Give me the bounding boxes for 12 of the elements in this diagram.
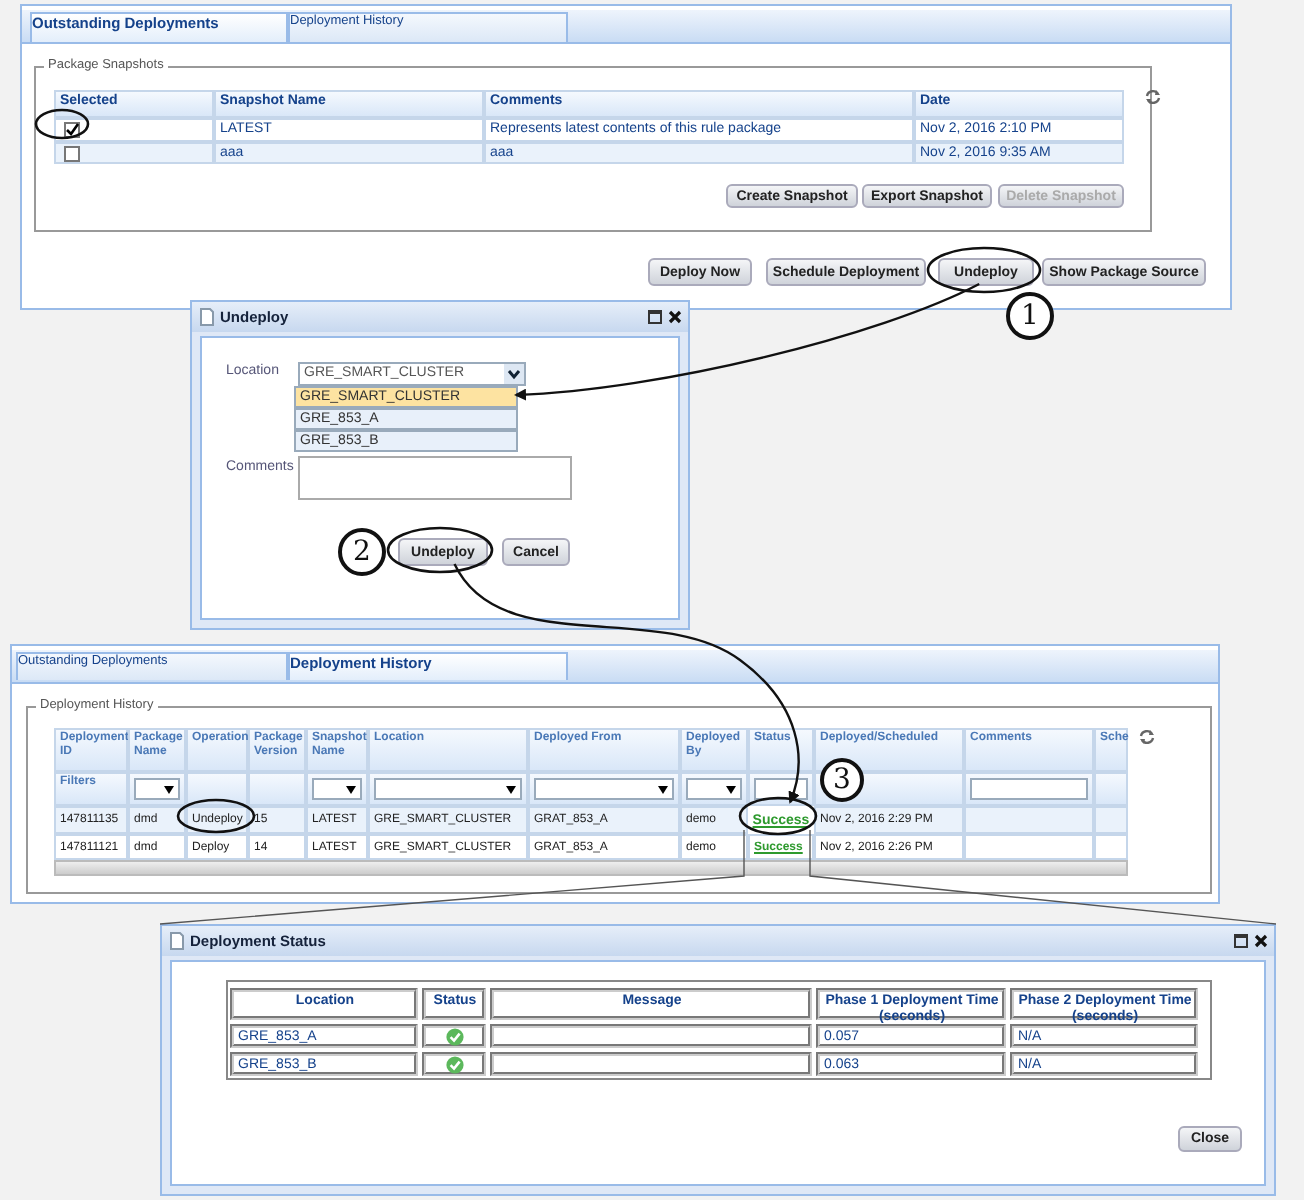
- data-table: [54, 90, 1124, 164]
- input-field: [298, 456, 572, 500]
- data-table: [54, 728, 1128, 876]
- connector-line: [809, 829, 1277, 925]
- dialog-window: [160, 924, 1276, 1196]
- arrow: [514, 282, 980, 401]
- dialog-window: [190, 300, 690, 630]
- app-window: [10, 644, 1220, 904]
- connector-line: [159, 829, 745, 925]
- arrow: [453, 563, 800, 804]
- data-table: [226, 980, 1212, 1080]
- callout-number: 1: [1006, 292, 1054, 340]
